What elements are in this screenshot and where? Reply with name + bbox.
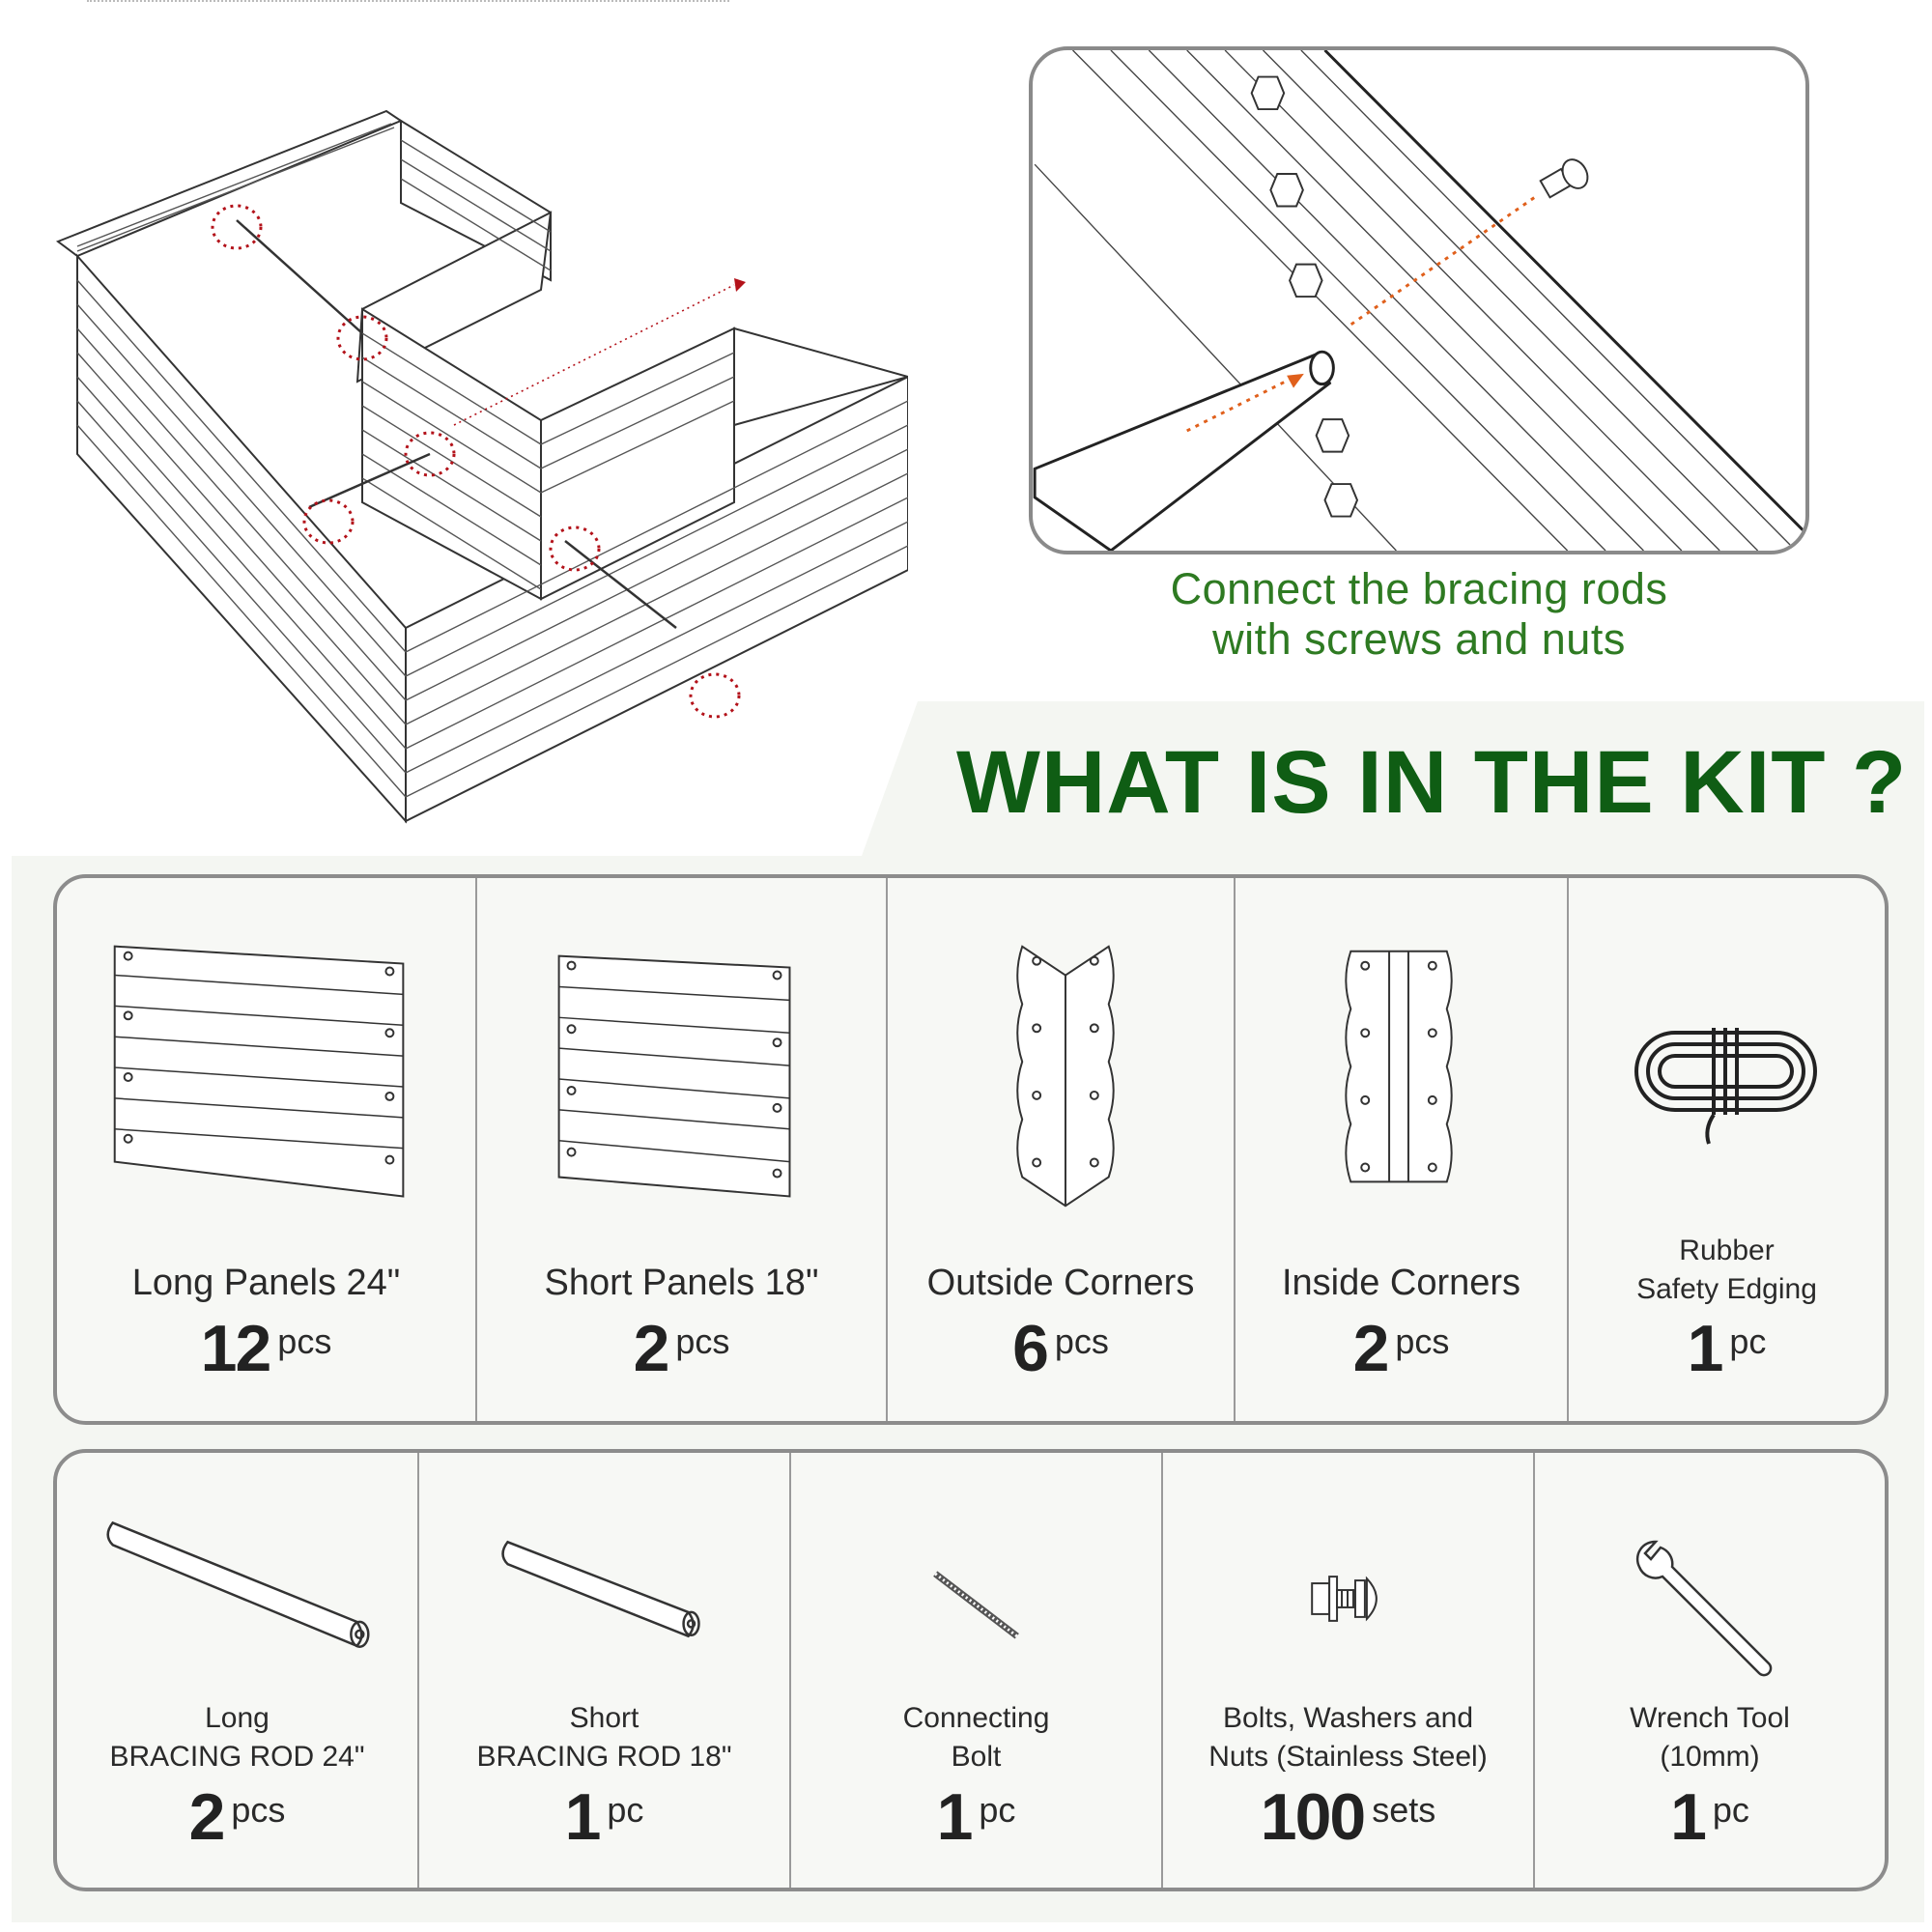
long-rod-icon [106, 1520, 370, 1648]
bracing-detail-closeup [1029, 46, 1809, 554]
bracing-rods [236, 219, 677, 629]
connecting-bolt-icon [933, 1571, 1019, 1639]
long-panel-icon [113, 945, 405, 1198]
outside-corner-icon [1016, 945, 1115, 1208]
callout-arrow [453, 278, 746, 426]
nut-icons [1250, 75, 1359, 518]
kit-title: WHAT IS IN THE KIT ? [956, 733, 1908, 832]
inside-corner-icon [1345, 950, 1453, 1183]
item-label: Wrench Tool(10mm) [1630, 1702, 1790, 1773]
top-divider [87, 0, 729, 3]
wrench-icon [1635, 1540, 1773, 1677]
corrugated-panel-lines [1034, 50, 1804, 551]
item-label: Outside Corners [926, 1263, 1195, 1303]
short-rod-icon [501, 1540, 700, 1638]
closeup-drawing [1033, 50, 1804, 551]
bracing-rod [1033, 350, 1335, 551]
raised-bed-frame-illustration [55, 109, 908, 824]
short-panel-icon [557, 954, 791, 1198]
item-label: Short Panels 18" [544, 1263, 819, 1303]
caption-line-1: Connect the bracing rods [1170, 564, 1668, 613]
assembly-arrows [1186, 196, 1536, 433]
item-label: Inside Corners [1281, 1263, 1521, 1303]
item-label: Long Panels 24" [131, 1263, 401, 1303]
rubber-edging-icon [1634, 1028, 1817, 1145]
bolt-washer-nut-icon [1311, 1576, 1378, 1622]
arrow-head-icon [1287, 373, 1304, 388]
screw-icon [1539, 158, 1589, 199]
assembly-caption: Connect the bracing rods with screws and… [1029, 564, 1809, 665]
caption-line-2: with screws and nuts [1212, 614, 1626, 664]
connection-highlights [211, 204, 741, 719]
panel-corrugations [76, 123, 908, 798]
